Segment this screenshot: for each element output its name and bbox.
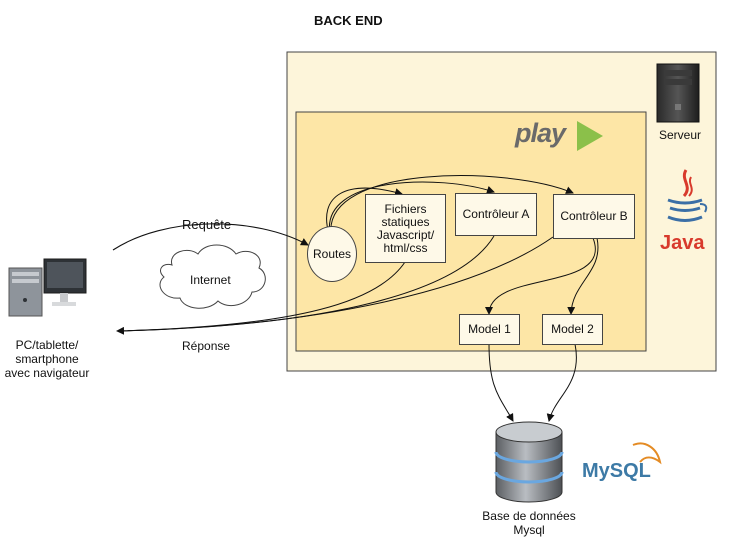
- request-arrow: [112, 223, 309, 251]
- client-label-line: PC/tablette/: [15, 338, 79, 352]
- client-label: PC/tablette/ smartphone avec navigateur: [3, 338, 91, 380]
- computer-icon: [8, 258, 87, 317]
- model-1-to-database-arrow: [488, 343, 514, 422]
- static-files-line: statiques: [381, 214, 430, 229]
- java-logo-icon: [667, 169, 708, 222]
- database-icon: [494, 421, 564, 503]
- mysql-dolphin-icon: [632, 442, 662, 465]
- controller-a-label: Contrôleur A: [462, 207, 530, 221]
- database-label-line: Mysql: [513, 523, 545, 537]
- response-label: Réponse: [182, 339, 231, 353]
- routes-node: Routes: [307, 226, 357, 282]
- cloud-icon: [159, 244, 266, 309]
- controller-a-node: Contrôleur A: [455, 193, 537, 236]
- request-label: Requête: [182, 217, 232, 232]
- java-logo-text: Java: [660, 232, 705, 254]
- model-2-node: Model 2: [542, 314, 603, 345]
- static-files-node: Fichiers statiques Javascript/ html/css: [365, 194, 446, 263]
- controller-b-to-model-2-arrow: [567, 237, 599, 315]
- mysql-logo-icon: MySQL: [582, 460, 651, 483]
- controller-b-to-model-1-arrow: [485, 237, 596, 315]
- model-1-label: Model 1: [468, 322, 511, 336]
- routes-to-static-arrow: [326, 187, 403, 235]
- client-label-line: avec navigateur: [4, 366, 90, 380]
- internet-label: Internet: [190, 273, 231, 287]
- database-label-line: Base de données: [482, 509, 576, 523]
- play-logo-icon: [577, 121, 603, 151]
- mysql-logo-text: MySQL: [582, 460, 651, 482]
- model-2-to-database-arrow: [546, 343, 577, 422]
- diagram-title: BACK END: [314, 13, 383, 28]
- server-label: Serveur: [658, 128, 702, 142]
- client-label-line: smartphone: [15, 352, 79, 366]
- static-files-line: html/css: [383, 240, 428, 255]
- controller-b-label: Contrôleur B: [560, 209, 628, 223]
- model-1-node: Model 1: [459, 314, 520, 345]
- routes-to-controller-a-arrow: [329, 181, 495, 235]
- routes-to-controller-b-arrow: [330, 175, 574, 235]
- static-files-line: Javascript/: [376, 227, 435, 242]
- model-2-label: Model 2: [551, 322, 594, 336]
- static-files-line: Fichiers: [384, 201, 427, 216]
- controller-b-node: Contrôleur B: [553, 194, 635, 239]
- server-icon: [656, 63, 700, 123]
- response-from-controller-b: [116, 236, 554, 335]
- play-logo-text: play: [515, 118, 566, 148]
- database-label: Base de données Mysql: [469, 509, 589, 537]
- routes-label: Routes: [312, 247, 352, 261]
